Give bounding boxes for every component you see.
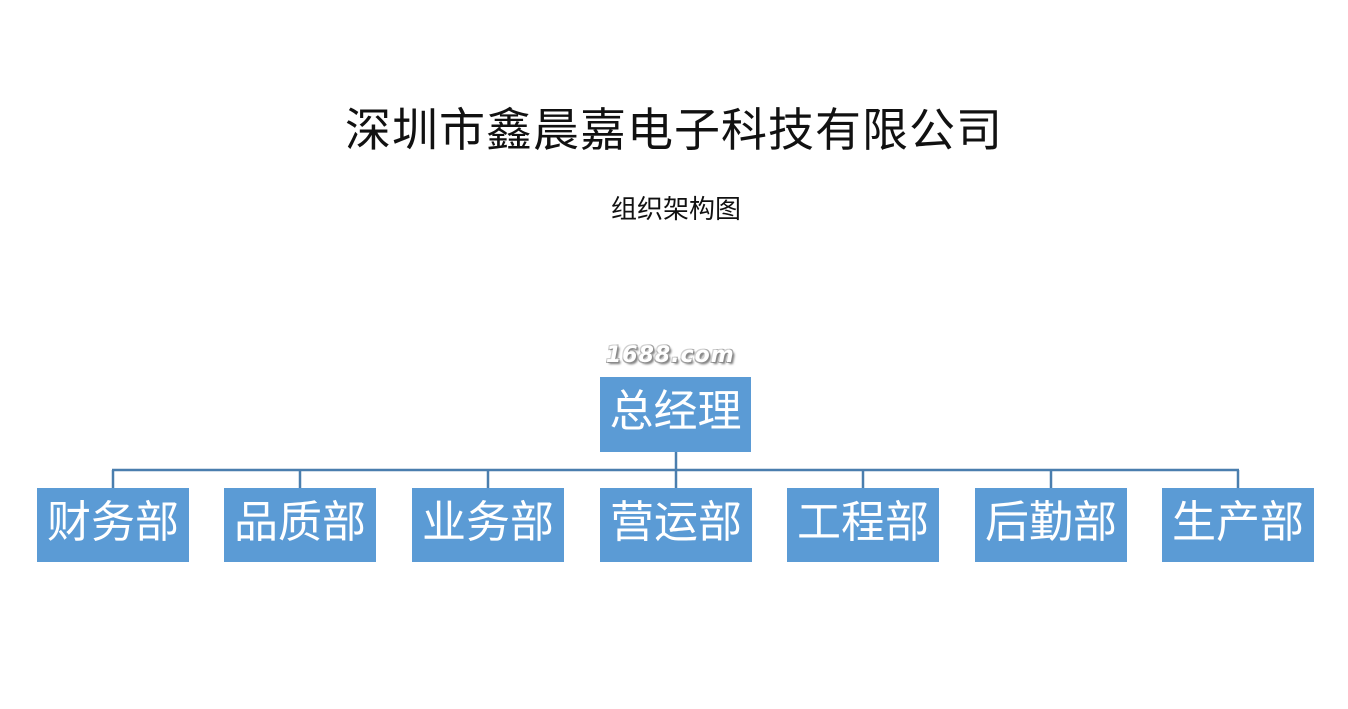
org-node-logistics-dept: 后勤部 <box>975 488 1127 562</box>
org-node-operations-dept: 营运部 <box>600 488 752 562</box>
org-node-finance-dept: 财务部 <box>37 488 189 562</box>
org-node-quality-dept: 品质部 <box>224 488 376 562</box>
org-node-sales-dept: 业务部 <box>412 488 564 562</box>
org-node-engineering-dept: 工程部 <box>787 488 939 562</box>
chart-subtitle: 组织架构图 <box>610 195 741 225</box>
org-node-general-manager: 总经理 <box>600 377 751 452</box>
watermark: 1688.com <box>606 343 735 368</box>
org-node-production-dept: 生产部 <box>1162 488 1314 562</box>
company-title: 深圳市鑫晨嘉电子科技有限公司 <box>345 103 1003 157</box>
